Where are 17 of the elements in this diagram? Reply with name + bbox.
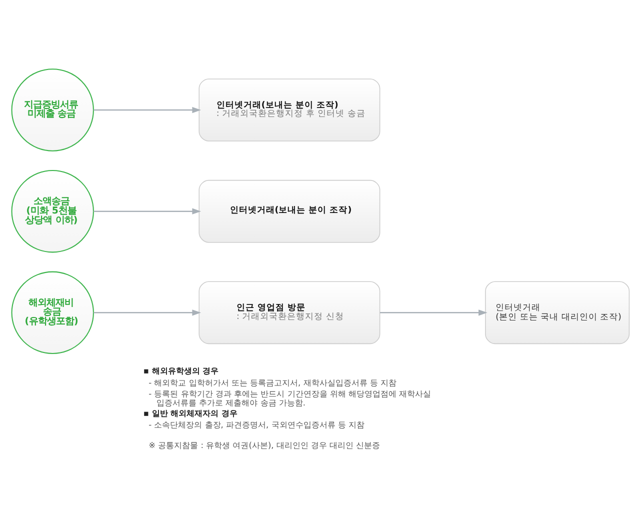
node-circle: 소액송금 (미화 5천불 상당액 이하) bbox=[11, 169, 94, 252]
label: ▪ 일반 해외체재자의 경우 bbox=[143, 407, 238, 418]
label: - 등록된 유학기간 경과 후에는 반드시 기간연장을 위해 해당영업점에 재학사실 입증서류를 추가로 제출해야 송금 가능함. bbox=[148, 388, 432, 408]
arrow bbox=[94, 309, 202, 316]
node-box: 인터넷거래(보내는 분이 조작) bbox=[198, 179, 380, 242]
label: - 해외학교 입학허가서 또는 등록금고지서, 재학사실입증서류 등 지참 bbox=[148, 376, 397, 387]
arrow bbox=[94, 208, 202, 214]
label: ※ 공통지참물 : 유학생 여권(사본), 대리인인 경우 대리인 신분증 bbox=[148, 440, 380, 450]
node-box: 인터넷거래 (본인 또는 국내 대리인이 조작) bbox=[485, 280, 630, 344]
node-circle: 지급증빙서류 미제출 송금 bbox=[11, 68, 94, 151]
arrow bbox=[380, 309, 488, 316]
label: ▪ 해외유학생의 경우 bbox=[143, 364, 219, 375]
label: - 소속단체장의 출장, 파견증명서, 국외연수입증서류 등 지참 bbox=[148, 419, 365, 430]
node-box: 인터넷거래(보내는 분이 조작) : 거래외국환은행지정 후 인터넷 송금 bbox=[198, 78, 380, 141]
node-box: 인근 영업점 방문 : 거래외국환은행지정 신청 bbox=[198, 280, 380, 344]
arrow bbox=[94, 106, 202, 113]
node-circle: 해외체재비 송금 (유학생포함) bbox=[11, 270, 94, 354]
